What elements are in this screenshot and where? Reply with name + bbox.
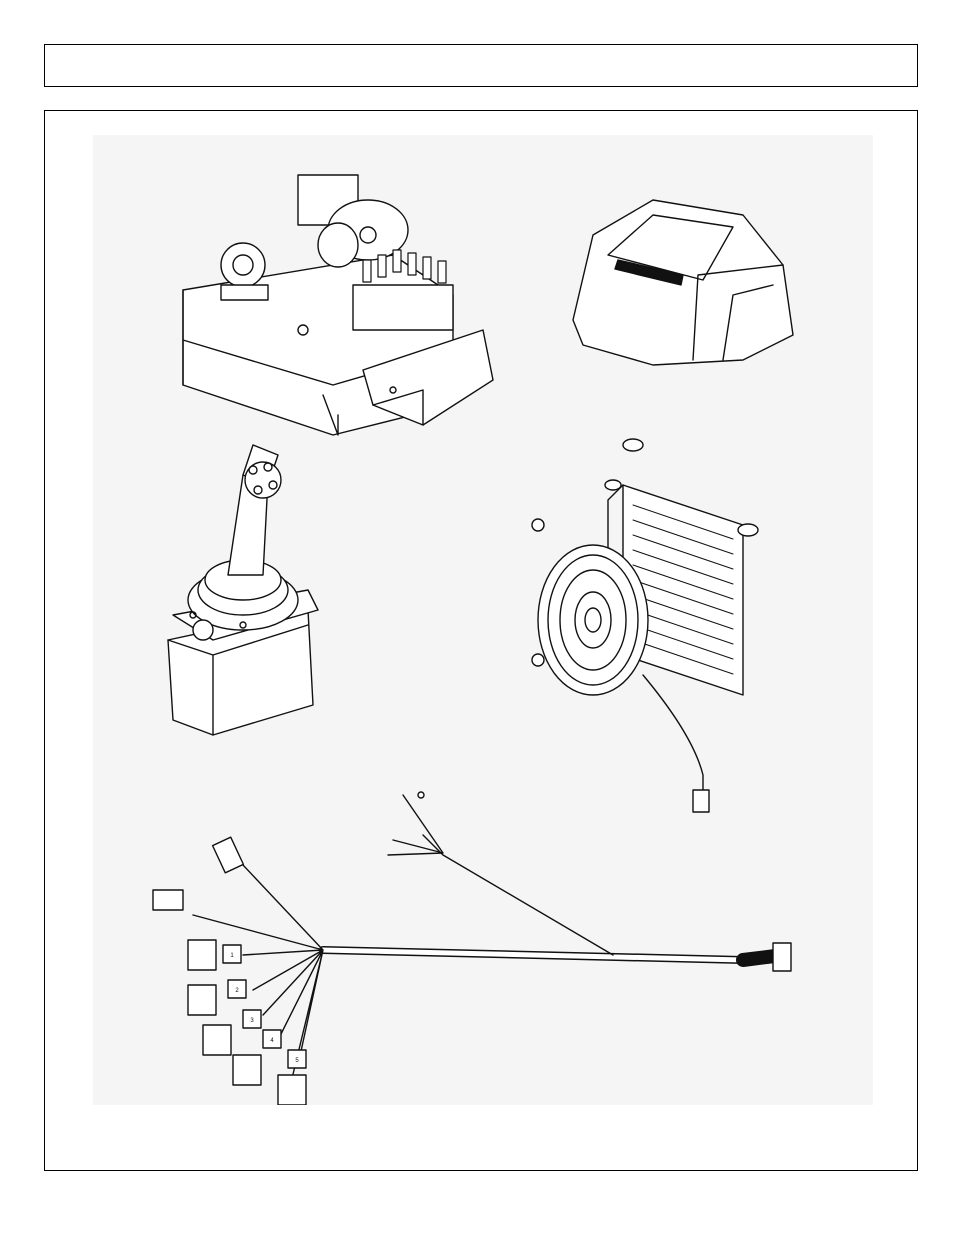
oil-cooler-with-fan: [532, 439, 758, 812]
wiring-harness: [153, 792, 791, 1105]
figure-panel: 1 2 3 4 5: [93, 135, 873, 1105]
parts-illustration: 1 2 3 4 5: [93, 135, 873, 1105]
joystick-control: [168, 445, 318, 735]
valve-cover: [573, 200, 793, 365]
figure-frame: 1 2 3 4 5: [44, 110, 918, 1171]
page-header-box: [44, 44, 918, 87]
valve-pump-mount-assembly: [183, 175, 493, 435]
